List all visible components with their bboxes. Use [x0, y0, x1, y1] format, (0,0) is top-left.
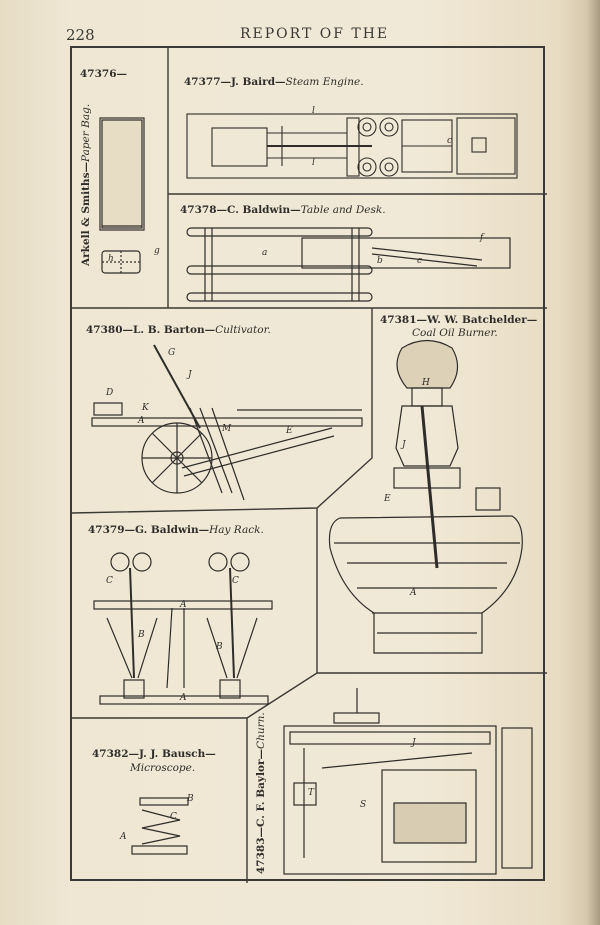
figure-47383-title: Churn.	[255, 712, 267, 749]
reference-letter: S	[360, 800, 367, 810]
book-spine-shadow	[586, 0, 600, 925]
reference-letter: G	[168, 348, 176, 358]
figure-47380-inventor: L. B. Barton—	[133, 324, 216, 336]
reference-letter: B	[216, 642, 223, 652]
reference-letter: H	[422, 378, 430, 388]
reference-letter: K	[142, 403, 149, 413]
figure-47380-caption: 47380—L. B. Barton—Cultivator.	[86, 324, 271, 336]
figure-47377-title: Steam Engine.	[285, 76, 364, 88]
reference-letter: J	[188, 370, 192, 380]
figure-47377-number: 47377—	[184, 76, 232, 88]
reference-letter: b	[377, 256, 383, 266]
reference-letter: l	[312, 106, 315, 116]
figure-47381-caption-line1: 47381—W. W. Batchelder—	[380, 314, 537, 326]
reference-letter: C	[170, 812, 177, 822]
steam-engine-drawing	[186, 113, 518, 179]
figure-47379-title: Hay Rack.	[209, 524, 264, 536]
figure-47378-number: 47378—	[180, 204, 228, 216]
figure-47378-title: Table and Desk.	[300, 204, 386, 216]
reference-letter: D	[106, 388, 114, 398]
reference-letter: c	[447, 136, 453, 146]
plate-engravings	[72, 48, 547, 883]
reference-letter: M	[222, 424, 232, 434]
figure-47381-title: Coal Oil Burner.	[412, 327, 498, 339]
reference-letter: h	[108, 254, 114, 264]
reference-letter: B	[138, 630, 145, 640]
figure-47377-inventor: J. Baird—	[231, 76, 286, 88]
reference-letter: A	[180, 600, 187, 610]
reference-letter: E	[286, 426, 293, 436]
figure-47383-inventor: C. F. Baylor—	[255, 748, 267, 827]
reference-letter: A	[410, 588, 417, 598]
reference-letter: g	[154, 246, 160, 256]
reference-letter: a	[262, 248, 268, 258]
figure-47376-inventor: Arkell & Smiths—	[80, 162, 92, 266]
reference-letter: A	[180, 693, 187, 703]
figure-47377-caption: 47377—J. Baird—Steam Engine.	[184, 76, 364, 88]
hay-rack-drawing	[93, 552, 273, 705]
figure-47381-caption-line2: Coal Oil Burner.	[412, 327, 498, 339]
churn-drawing	[283, 688, 533, 875]
figure-47381-number: 47381—	[380, 314, 428, 326]
reference-letter: A	[120, 832, 127, 842]
figure-47380-title: Cultivator.	[215, 324, 271, 336]
figure-47378-caption: 47378—C. Baldwin—Table and Desk.	[180, 204, 386, 216]
reference-letter: E	[384, 494, 391, 504]
figure-47382-caption-line2: Microscope.	[130, 762, 195, 774]
figure-47381-inventor: W. W. Batchelder—	[427, 314, 538, 326]
table-desk-drawing	[186, 227, 511, 302]
figure-47380-number: 47380—	[86, 324, 134, 336]
figure-47383-caption: 47383—C. F. Baylor—Churn.	[255, 712, 267, 874]
patent-plate: 47376— Arkell & Smiths—Paper Bag. 47377—…	[70, 46, 547, 883]
cultivator-drawing	[91, 344, 363, 501]
figure-47379-caption: 47379—G. Baldwin—Hay Rack.	[88, 524, 264, 536]
coal-oil-burner-drawing	[328, 339, 523, 654]
figure-47376-title: Paper Bag.	[80, 103, 92, 163]
reference-letter: f	[480, 233, 484, 243]
figure-47376-number: 47376—	[80, 68, 128, 80]
figure-47382-caption-line1: 47382—J. J. Bausch—	[92, 748, 216, 760]
reference-letter: C	[106, 576, 113, 586]
reference-letter: c	[417, 256, 423, 266]
microscope-drawing	[131, 797, 189, 855]
figure-47382-inventor: J. J. Bausch—	[139, 748, 216, 760]
figure-47383-number: 47383—	[255, 826, 267, 874]
reference-letter: J	[402, 440, 406, 450]
reference-letter: A	[138, 416, 145, 426]
figure-47382-number: 47382—	[92, 748, 140, 760]
figure-47379-inventor: G. Baldwin—	[135, 524, 210, 536]
figure-47379-number: 47379—	[88, 524, 136, 536]
reference-letter: B	[187, 794, 194, 804]
paper-bag-drawing	[99, 117, 145, 274]
figure-47382-title: Microscope.	[130, 762, 196, 774]
reference-letter: J	[412, 738, 416, 748]
reference-letter: C	[232, 576, 239, 586]
reference-letter: T	[308, 788, 315, 798]
running-title: REPORT OF THE	[240, 26, 390, 42]
reference-letter: l	[312, 158, 315, 168]
figure-47376-caption: Arkell & Smiths—Paper Bag.	[80, 104, 92, 266]
page-number: 228	[66, 26, 95, 44]
figure-47378-inventor: C. Baldwin—	[227, 204, 301, 216]
